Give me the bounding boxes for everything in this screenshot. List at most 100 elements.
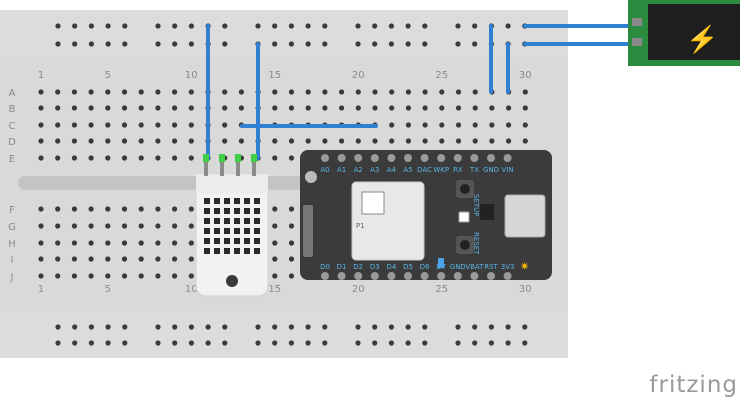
sensor-vent	[214, 198, 220, 204]
rail-hole	[305, 41, 311, 47]
breadboard-hole	[55, 138, 61, 144]
bottom-pin-label: 3V3	[501, 263, 515, 271]
rail-hole	[305, 23, 311, 29]
breadboard-hole	[172, 240, 178, 246]
breadboard-hole	[138, 256, 144, 262]
breadboard-hole	[155, 206, 161, 212]
board-pin	[487, 154, 495, 162]
breadboard-hole	[55, 206, 61, 212]
breadboard-hole	[88, 273, 94, 279]
rail-hole	[505, 324, 511, 330]
power-rail-top	[0, 10, 568, 56]
breadboard-hole	[188, 138, 194, 144]
breadboard-hole	[372, 138, 378, 144]
sensor-vent	[204, 228, 210, 234]
rail-hole	[272, 23, 278, 29]
breadboard-hole	[121, 105, 128, 111]
breadboard-hole	[272, 256, 278, 262]
breadboard-hole	[472, 105, 478, 111]
breadboard-hole	[71, 223, 77, 229]
breadboard-hole	[288, 89, 295, 95]
breadboard-hole	[238, 105, 244, 111]
breadboard-hole	[272, 273, 278, 279]
breadboard-hole	[105, 206, 111, 212]
breadboard-hole	[422, 89, 428, 95]
rail-hole	[472, 324, 478, 330]
rail-hole	[105, 23, 111, 29]
column-number: 15	[268, 70, 281, 81]
sensor-vent	[234, 238, 240, 244]
breadboard-hole	[272, 223, 278, 229]
rail-hole	[188, 340, 194, 346]
breadboard-hole	[222, 105, 228, 111]
breadboard-hole	[422, 122, 428, 128]
breadboard-hole	[105, 122, 111, 128]
breadboard-hole	[172, 89, 178, 95]
breadboard-hole	[405, 105, 411, 111]
board-pin	[487, 272, 495, 280]
breadboard-hole	[472, 122, 478, 128]
breadboard-hole	[172, 223, 178, 229]
breadboard-hole	[155, 256, 161, 262]
rail-hole	[455, 41, 461, 47]
breadboard-hole	[238, 89, 244, 95]
rail-hole	[405, 41, 411, 47]
rail-hole	[388, 324, 394, 330]
rail-hole	[455, 23, 461, 29]
sensor-vent	[214, 228, 220, 234]
top-pin-label: A0	[320, 166, 329, 174]
board-pin	[387, 154, 396, 162]
rail-hole	[122, 41, 128, 47]
breadboard-hole	[522, 89, 528, 95]
rail-hole	[122, 23, 128, 29]
row-letter: E	[9, 154, 15, 165]
breadboard-hole	[188, 206, 194, 212]
rail-hole	[188, 23, 194, 29]
breadboard-hole	[71, 105, 77, 111]
breadboard-hole	[305, 89, 311, 95]
breadboard-hole	[422, 138, 428, 144]
sensor-vent	[214, 238, 220, 244]
rail-hole	[355, 23, 361, 29]
top-pin-label: DAC	[417, 166, 432, 174]
board-pin	[420, 154, 429, 162]
rail-hole	[88, 41, 94, 47]
breadboard-hole	[155, 223, 161, 229]
bottom-pin-label: D1	[337, 263, 347, 271]
rail-hole	[522, 340, 528, 346]
rail-hole	[422, 340, 428, 346]
board-pin	[337, 154, 346, 162]
breadboard-hole	[339, 89, 345, 95]
breadboard-hole	[372, 105, 378, 111]
chip	[480, 204, 494, 220]
rail-hole	[222, 340, 228, 346]
rail-hole	[55, 41, 61, 47]
breadboard-hole	[155, 240, 161, 246]
breadboard-hole	[138, 223, 144, 229]
top-pin-label: A5	[403, 166, 412, 174]
star-mark: ✷	[520, 261, 529, 273]
rail-hole	[355, 41, 361, 47]
breadboard-hole	[138, 240, 144, 246]
rail-hole	[405, 23, 411, 29]
breadboard-hole	[405, 138, 411, 144]
breadboard-hole	[155, 138, 161, 144]
breadboard-hole	[339, 105, 345, 111]
breadboard-hole	[272, 240, 278, 246]
breadboard-hole	[88, 256, 94, 262]
breadboard-hole	[506, 122, 512, 128]
sensor-vent	[214, 248, 220, 254]
breadboard-hole	[55, 256, 61, 262]
lightning-bolt-icon: ⚡	[686, 24, 718, 55]
breadboard-hole	[355, 89, 361, 95]
d7-led	[438, 258, 444, 268]
row-letter: H	[8, 239, 16, 250]
rail-hole	[288, 340, 294, 346]
breadboard-hole	[105, 273, 111, 279]
board-pin	[321, 272, 329, 280]
breadboard-hole	[288, 155, 295, 161]
row-letter: A	[9, 88, 16, 99]
row-letter: F	[9, 205, 15, 216]
rail-hole	[88, 340, 94, 346]
sensor-vent	[244, 198, 250, 204]
